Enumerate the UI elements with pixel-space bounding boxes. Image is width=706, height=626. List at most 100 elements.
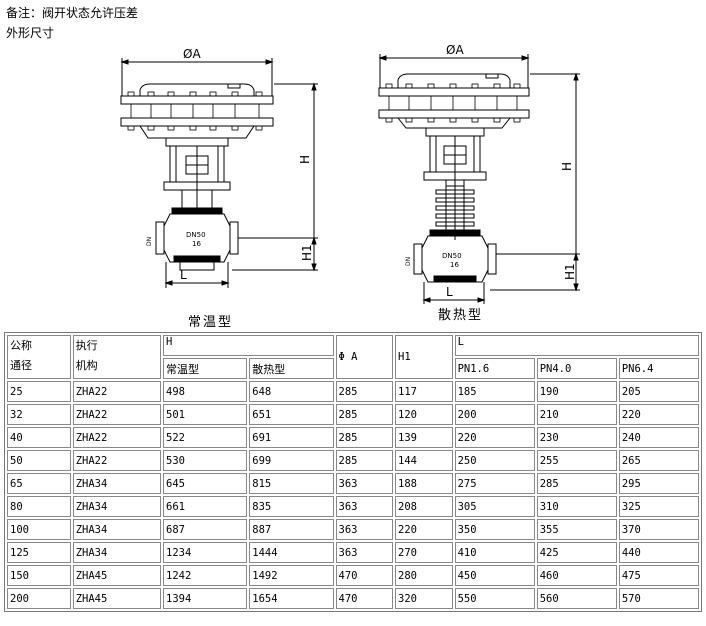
header-h: H [163,335,334,356]
cell-dn: 50 [7,450,71,471]
header-actuator: 执行 机构 [72,335,162,379]
cell-pn64: 370 [618,519,699,540]
cell-pn40: 560 [536,588,617,609]
header-dn-line2: 通径 [10,359,32,372]
cell-h1: 320 [395,588,453,609]
cell-h-normal: 501 [163,404,248,425]
cell-pn40: 425 [536,542,617,563]
cell-act: ZHA34 [72,473,162,494]
cell-phi-a: 470 [335,588,394,609]
cell-pn16: 305 [454,496,535,517]
dimension-table: 公称 通径 执行 机构 H Φ A H1 L 常温型 散热型 PN1.6 PN4… [4,332,702,612]
right-dim-a-label: ØA [446,43,464,57]
header-pn64: PN6.4 [618,358,699,379]
cell-act: ZHA45 [72,588,162,609]
right-figure-caption: 散热型 [438,308,484,323]
cell-phi-a: 363 [335,519,394,540]
header-pn40: PN4.0 [536,358,617,379]
right-dim-l-label: L [446,285,453,299]
cell-phi-a: 285 [335,427,394,448]
cell-h-cooling: 835 [249,496,334,517]
header-h-cooling: 散热型 [249,358,334,379]
cell-pn16: 550 [454,588,535,609]
cell-pn40: 190 [536,381,617,402]
cell-act: ZHA22 [72,427,162,448]
cell-pn40: 255 [536,450,617,471]
cell-pn64: 440 [618,542,699,563]
cell-h-cooling: 815 [249,473,334,494]
cell-pn16: 200 [454,404,535,425]
table-header-row: 公称 通径 执行 机构 H Φ A H1 L [7,335,699,379]
header-h1: H1 [395,335,453,379]
valve-drawings: ØA [120,43,580,304]
cell-h-cooling: 1444 [249,542,334,563]
left-dim-l-label: L [180,268,187,282]
cell-act: ZHA22 [72,381,162,402]
cell-pn40: 355 [536,519,617,540]
cell-h-normal: 1234 [163,542,248,563]
cell-h-cooling: 691 [249,427,334,448]
cell-phi-a: 363 [335,496,394,517]
header-l: L [454,335,699,356]
cell-pn64: 220 [618,404,699,425]
header-h-normal: 常温型 [163,358,248,379]
cell-dn: 32 [7,404,71,425]
cell-act: ZHA22 [72,450,162,471]
cell-h1: 144 [395,450,453,471]
cell-dn: 25 [7,381,71,402]
left-dim-a-label: ØA [183,47,201,61]
svg-text:DN: DN [405,257,412,266]
cell-h-normal: 522 [163,427,248,448]
cell-h-normal: 661 [163,496,248,517]
header-act-line2: 机构 [75,359,98,372]
cell-pn64: 205 [618,381,699,402]
cell-h-cooling: 699 [249,450,334,471]
table-subheader-row: 常温型 散热型 PN1.6 PN4.0 PN6.4 [7,358,699,379]
svg-text:DN50: DN50 [442,252,462,260]
svg-text:16: 16 [450,261,459,269]
cell-h1: 220 [395,519,453,540]
cell-dn: 100 [7,519,71,540]
cell-h-normal: 1242 [163,565,248,586]
header-pn16: PN1.6 [454,358,535,379]
cell-pn16: 450 [454,565,535,586]
cell-pn64: 240 [618,427,699,448]
cell-pn40: 460 [536,565,617,586]
cell-h-normal: 530 [163,450,248,471]
cell-pn64: 325 [618,496,699,517]
cell-h1: 120 [395,404,453,425]
cell-dn: 200 [7,588,71,609]
header-nominal-diameter: 公称 通径 [7,335,71,379]
cell-dn: 65 [7,473,71,494]
left-valve-drawing: ØA [120,47,318,288]
cell-pn16: 185 [454,381,535,402]
cell-pn16: 410 [454,542,535,563]
cell-phi-a: 285 [335,381,394,402]
right-dim-h1-label: H1 [563,263,577,280]
header-dn-line1: 公称 [10,339,32,352]
cell-phi-a: 285 [335,450,394,471]
cell-h-normal: 1394 [163,588,248,609]
cell-pn40: 310 [536,496,617,517]
dimensions-heading: 外形尺寸 [6,26,55,40]
header-act-line1: 执行 [75,339,98,352]
cell-h-cooling: 887 [249,519,334,540]
cell-pn16: 350 [454,519,535,540]
cell-dn: 80 [7,496,71,517]
left-figure-caption: 常温型 [188,315,234,330]
cell-phi-a: 363 [335,542,394,563]
cell-pn64: 295 [618,473,699,494]
cell-pn40: 285 [536,473,617,494]
cell-h-cooling: 648 [249,381,334,402]
svg-text:DN: DN [146,237,153,246]
cell-pn16: 220 [454,427,535,448]
